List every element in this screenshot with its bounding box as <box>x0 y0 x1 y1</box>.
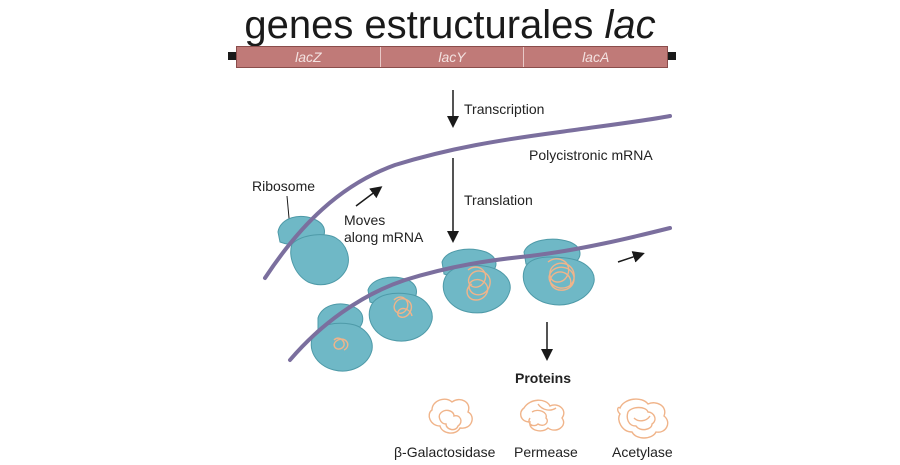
protein-galactosidase <box>428 398 473 434</box>
label-permease: Permease <box>514 444 578 460</box>
label-translation: Translation <box>464 192 533 208</box>
label-transcription: Transcription <box>464 101 545 117</box>
translated-mrna <box>288 226 672 362</box>
gene-lacz: lacZ <box>237 47 381 67</box>
dna-end-left <box>228 52 236 60</box>
nascent-proteins <box>333 258 575 351</box>
moves-arrow <box>355 186 383 207</box>
gene-lacy: lacY <box>381 47 525 67</box>
label-ribosome: Ribosome <box>252 178 316 194</box>
label-beta-galactosidase: β-Galactosidase <box>394 444 496 460</box>
polycistronic-mrna <box>263 114 672 280</box>
protein-acetylase <box>617 398 669 439</box>
label-acetylase: Acetylase <box>612 444 673 460</box>
protein-permease <box>519 399 565 432</box>
label-along-mrna: along mRNA <box>344 229 424 245</box>
direction-arrow <box>617 251 645 263</box>
nascent-protein-3 <box>466 266 491 301</box>
diagram-title: genes estructurales lac <box>244 3 656 47</box>
ribosome-2 <box>310 303 373 372</box>
dna-end-right <box>668 52 676 60</box>
gene-laca: lacA <box>582 49 610 65</box>
label-polycistronic-mrna: Polycistronic mRNA <box>529 147 653 163</box>
ribosome-1 <box>277 216 349 286</box>
nascent-protein-2 <box>393 296 413 318</box>
label-proteins: Proteins <box>515 370 572 386</box>
nascent-protein-1 <box>333 337 349 351</box>
nascent-protein-4 <box>547 258 575 291</box>
lac-gene-bar: lacZ lacY lacA <box>236 46 668 68</box>
label-moves: Moves <box>344 212 386 228</box>
